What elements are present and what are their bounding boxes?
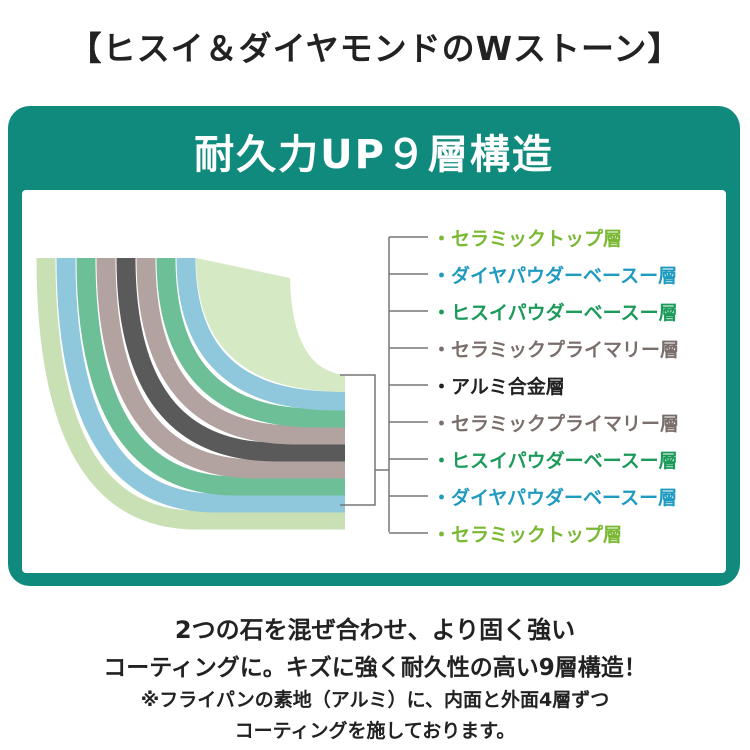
- layer-label: ・セラミックプライマリー層: [432, 339, 680, 361]
- layer-label: ・セラミックトップ層: [432, 524, 623, 546]
- layer-label: ・ヒスイパウダーベースー層: [432, 302, 678, 324]
- layer-band: [116, 257, 345, 462]
- layer-label: ・セラミックプライマリー層: [432, 413, 680, 435]
- panel-heading: 耐久力UP９層構造: [194, 132, 554, 178]
- layer-band: [56, 257, 345, 513]
- top-surface-layer: [196, 258, 346, 392]
- layer-band: [96, 257, 345, 479]
- layer-band: [36, 257, 345, 530]
- layer-band: [176, 257, 345, 411]
- page-title: 【ヒスイ＆ダイヤモンドのWストーン】: [68, 29, 682, 68]
- layer-band: [76, 257, 345, 496]
- description-line-2: コーティングに。キズに強く耐久性の高い9層構造！: [103, 655, 647, 681]
- layer-label: ・ダイヤパウダーベースー層: [432, 265, 678, 287]
- bracket-lines: [340, 236, 428, 534]
- layer-band: [156, 257, 345, 428]
- layer-label: ・セラミックトップ層: [432, 228, 623, 250]
- layer-label: ・ヒスイパウダーベースー層: [432, 450, 678, 472]
- layer-diagram: [36, 236, 428, 534]
- layer-band: [136, 257, 345, 445]
- description-line-1: 2つの石を混ぜ合わせ、より固く強い: [174, 616, 576, 644]
- note-line-1: ※フライパンの素地（アルミ）に、内面と外面4層ずつ: [140, 689, 610, 711]
- layer-label: ・ダイヤパウダーベースー層: [432, 487, 678, 509]
- layer-label: ・アルミ合金層: [432, 376, 565, 398]
- note-line-2: コーティングを施しております。: [234, 720, 516, 742]
